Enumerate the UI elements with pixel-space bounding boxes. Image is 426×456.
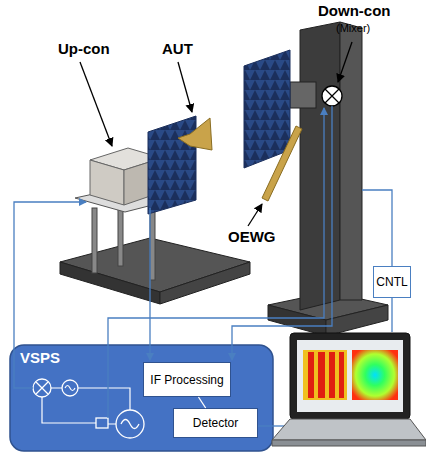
laptop [272,333,426,446]
oewg-probe [262,126,302,201]
table-leg [118,206,123,266]
aut-horn [178,118,212,150]
vsps-components [33,379,144,438]
table-leg [92,208,97,273]
heatmap-stripes [308,352,344,398]
downconverter-mixer [322,86,342,106]
node-text: CNTL [376,275,407,289]
callout-label: OEWG [228,228,276,245]
absorber-panel [148,116,196,214]
connector-stroke [198,397,205,408]
node-text: Detector [193,416,238,430]
callout-label: Down-con [318,2,391,19]
probe-absorber [244,50,290,168]
signal-wires [14,106,392,426]
node-text: VSPS [20,349,60,366]
process-box: Detector [173,408,258,438]
heatmap-image [303,350,347,400]
callout-label: Up-con [58,40,110,57]
heatmap-image [352,350,398,400]
vsps-panel [10,345,273,451]
callout-label: AUT [162,40,193,57]
probe-mount [290,82,316,108]
callout-label: (Mixer) [336,22,370,34]
table-leg [150,208,155,280]
system-box: VSPS IF ProcessingDetector [10,345,273,451]
process-box: IF Processing [143,362,231,397]
node-text: IF Processing [150,373,223,387]
connector-line [198,397,205,408]
callout-arrows [80,42,352,226]
control-box: CNTL [373,266,411,298]
